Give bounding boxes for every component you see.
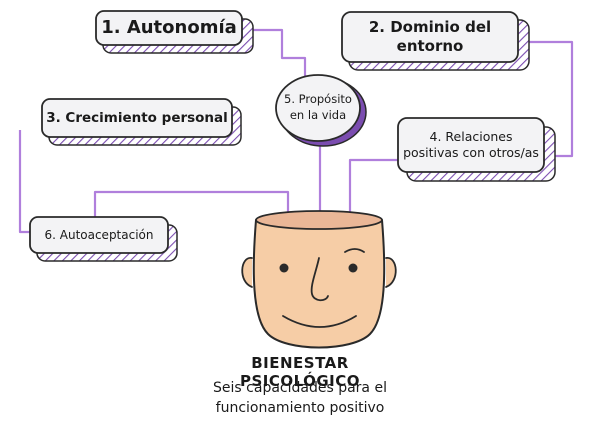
right-eye [348, 263, 358, 273]
node-crecimiento: 3. Crecimiento personal [46, 109, 228, 126]
node-dominio-shape [341, 11, 530, 71]
right-eyebrow [344, 248, 365, 253]
node-proposito: 5. Propósito en la vida [284, 92, 352, 122]
connector-lines [18, 28, 574, 234]
head-right-ear [385, 257, 397, 288]
head-illustration [241, 210, 397, 349]
head-face [252, 219, 386, 349]
node-autonomia: 1. Autonomía [101, 16, 237, 38]
connector-crecimiento [18, 130, 32, 234]
head-opening [255, 210, 383, 230]
node-dominio: 2. Dominio del entorno [368, 17, 492, 56]
nose [310, 257, 329, 302]
node-autoaceptacion-shape [29, 216, 178, 262]
connector-relaciones [348, 158, 400, 218]
diagram-title: BIENESTAR PSICOLÓGICO [239, 354, 361, 390]
left-eye [279, 263, 289, 273]
node-autoaceptacion: 6. Autoaceptación [44, 227, 154, 242]
node-relaciones-shape [397, 117, 556, 182]
diagram-subtitle: Seis capacidades para el funcionamiento … [213, 380, 387, 417]
connector-dominio [520, 40, 574, 158]
node-crecimiento-shape [41, 98, 242, 146]
node-proposito-shape [275, 74, 367, 147]
head-left-ear [241, 257, 253, 288]
mouth [282, 315, 357, 328]
node-autonomia-shape [95, 10, 254, 54]
node-relaciones: 4. Relaciones positivas con otros/as [403, 129, 539, 160]
connector-autoaceptacion [93, 190, 290, 226]
connector-autonomia [244, 28, 307, 78]
